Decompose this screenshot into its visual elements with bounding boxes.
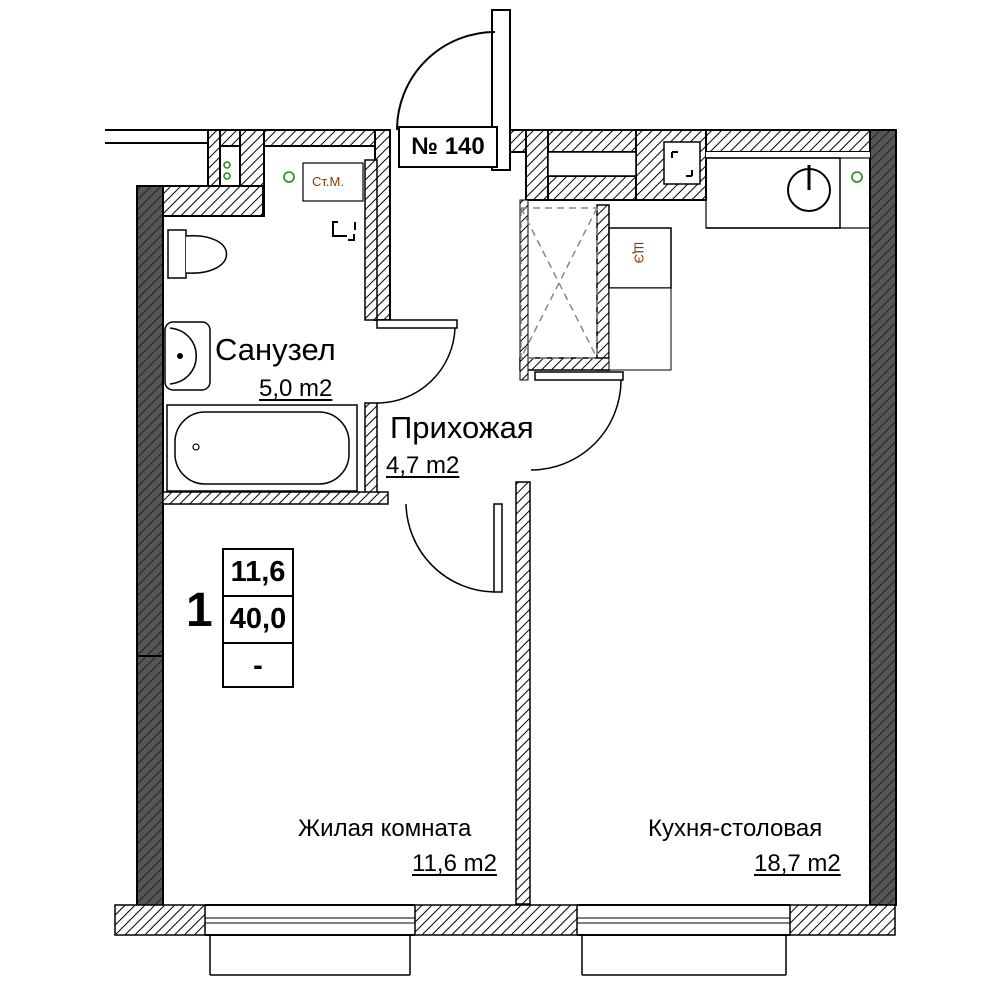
electric-panel-tag: ЩЭ	[631, 241, 647, 264]
apartment-number: № 140	[398, 126, 498, 168]
area-summary-box: 11,6 40,0 -	[222, 548, 294, 688]
balcony-area-value: -	[224, 642, 292, 689]
windows	[114, 904, 896, 976]
bathroom-name: Санузел	[215, 332, 336, 367]
storage-closet	[520, 207, 598, 359]
hallway-name: Прихожая	[390, 410, 534, 445]
kitchen-counter	[705, 157, 871, 229]
washbasin	[164, 321, 211, 391]
kitchen-name: Кухня-столовая	[648, 815, 823, 842]
bathroom-door	[376, 319, 458, 404]
living-room-name: Жилая комната	[298, 815, 472, 842]
toilet	[167, 229, 228, 279]
total-area-value: 40,0	[224, 595, 292, 642]
living-area-value: 11,6	[230, 556, 286, 588]
bathtub	[166, 404, 358, 492]
top-walls	[105, 129, 871, 321]
plumbing-shaft-tag: Ст.М.	[312, 174, 344, 189]
kitchen-door	[530, 371, 624, 471]
bathroom-area: 5,0 m2	[259, 375, 333, 402]
exterior-walls	[136, 129, 897, 935]
partitions	[162, 159, 611, 905]
living-room-area: 11,6 m2	[412, 850, 497, 877]
living-room-door	[405, 503, 503, 593]
rooms-count: 1	[186, 584, 213, 637]
hallway-area: 4,7 m2	[386, 452, 460, 479]
kitchen-area: 18,7 m2	[754, 850, 841, 877]
